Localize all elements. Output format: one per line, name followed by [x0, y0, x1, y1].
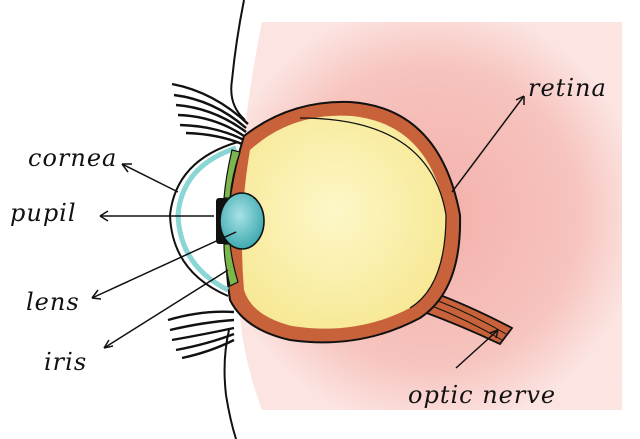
- lower-eyelashes: [167, 310, 235, 360]
- upper-eyelashes: [171, 82, 249, 146]
- retina-line: [299, 117, 447, 309]
- cornea-shape: [168, 141, 239, 297]
- arrow-lens: [91, 231, 237, 299]
- label-lens: lens: [26, 288, 80, 316]
- label-cornea: cornea: [28, 144, 118, 172]
- iris-shape-lower: [223, 243, 239, 287]
- optic-nerve-fiber: [435, 299, 507, 335]
- optic-nerve-shape: [422, 290, 514, 346]
- arrow-iris: [103, 269, 229, 349]
- label-retina: retina: [528, 74, 607, 102]
- vitreous-body: [242, 115, 446, 329]
- label-pupil: pupil: [10, 199, 77, 227]
- face-profile: [223, 0, 246, 439]
- arrow-optic-nerve: [455, 329, 499, 369]
- label-iris: iris: [44, 348, 88, 376]
- lens-shape: [219, 192, 265, 250]
- arrow-cornea: [121, 163, 179, 193]
- arrow-retina: [451, 95, 525, 193]
- pointer-arrows: [91, 95, 525, 369]
- cornea-inner: [175, 145, 237, 293]
- label-optic-nerve: optic nerve: [408, 381, 557, 409]
